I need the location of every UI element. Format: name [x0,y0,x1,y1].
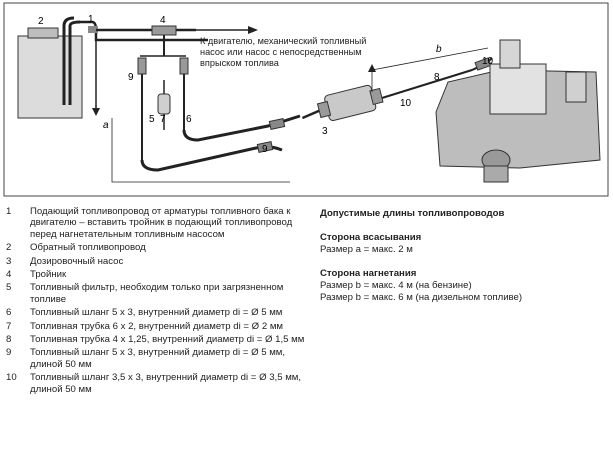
legend-item: 6 Топливный шланг 5 x 3, внутренний диаме… [6,307,306,318]
callout-7: 7 [160,114,166,125]
legend-number: 5 [6,282,12,294]
legend-text: Топливная трубка 6 x 2, внутренний диаме… [30,320,284,332]
lengths-title: Допустимые длины топливопроводов [320,208,505,219]
callout-8: 8 [434,72,440,83]
dimension-a [111,118,290,183]
callout-9: 9 [262,144,268,155]
legend-text: Дозировочный насос [30,255,124,267]
legend-text: Топливный шланг 5 x 3, внутренний диамет… [30,347,286,370]
permitted-lengths: Допустимые длины топливопроводов Сторона… [320,208,610,304]
callout-b: b [436,44,442,55]
callout-a: a [103,120,109,131]
legend-number: 10 [6,372,17,384]
legend-item: 1 Подающий топливопровод от арматуры топл… [6,206,306,240]
legend-item: 10 Топливный шланг 3,5 x 3, внутренний ди… [6,372,306,395]
hose-connector-10 [474,57,492,71]
callout-1: 1 [88,14,94,25]
dosing-pump [301,84,384,122]
callout-10-heater: 10 [482,56,494,67]
diagram-frame [3,2,609,197]
legend-item: 8 Топливная трубка 4 x 1,25, внутренний д… [6,334,306,345]
legend-number: 6 [6,307,12,319]
legend-text: Топливный шланг 5 x 3, внутренний диамет… [30,307,283,319]
filter-assembly [137,55,189,160]
callout-4: 4 [160,15,166,26]
fuel-filter [157,93,171,115]
legend-number: 2 [6,242,12,254]
fuel-tank [17,16,83,119]
legend-text: Топливный шланг 3,5 x 3, внутренний диам… [30,372,302,395]
pressure-side-title: Сторона нагнетания [320,268,417,279]
legend-item: 2 Обратный топливопровод [6,242,306,253]
legend-text: Обратный топливопровод [30,242,146,254]
legend-text: Топливный фильтр, необходим только при з… [30,282,284,305]
hose-connector-9b [256,141,274,153]
callout-2: 2 [38,16,44,27]
legend-item: 4 Тройник [6,269,306,280]
callout-9-top: 9 [128,72,134,83]
pressure-size-b-petrol: Размер b = макс. 4 м (на бензине) [320,280,472,291]
callout-6: 6 [186,114,192,125]
legend-text: Подающий топливопровод от арматуры топли… [30,206,293,240]
legend-number: 4 [6,269,12,281]
legend-number: 3 [6,255,12,267]
callout-10: 10 [400,98,412,109]
fuel-pipe-7 [182,114,301,142]
legend-item: 5 Топливный фильтр, необходим только при … [6,282,306,305]
arrow-up-icon [368,64,376,72]
heater-unit [435,39,601,183]
arrow-down-icon [92,108,100,116]
tee-fitting [151,25,177,56]
fuel-system-diagram: 2 1 4 9 5 7 6 a 9 3 8 10 b 10 К двигател… [3,2,609,197]
suction-size-a: Размер a = макс. 2 м [320,244,413,255]
legend: 1 Подающий топливопровод от арматуры топл… [6,206,306,397]
arrow-right-icon [248,26,258,34]
engine-note: К двигателю, механический топливный насо… [200,36,366,68]
legend-number: 7 [6,320,12,332]
legend-item: 9 Топливный шланг 5 x 3, внутренний диаме… [6,347,306,370]
connector [88,26,98,33]
legend-item: 3 Дозировочный насос [6,256,306,267]
legend-text: Топливная трубка 4 x 1,25, внутренний ди… [30,334,305,346]
callout-3: 3 [322,126,328,137]
legend-text: Тройник [30,269,67,281]
legend-number: 1 [6,206,12,217]
pressure-size-b-diesel: Размер b = макс. 6 м (на дизельном топли… [320,292,523,303]
legend-item: 7 Топливная трубка 6 x 2, внутренний диам… [6,321,306,332]
legend-number: 9 [6,347,12,359]
hose-connector-9 [268,118,286,130]
fuel-hose-6 [140,145,283,172]
suction-side-title: Сторона всасывания [320,232,422,243]
legend-number: 8 [6,334,12,346]
callout-5: 5 [149,114,155,125]
